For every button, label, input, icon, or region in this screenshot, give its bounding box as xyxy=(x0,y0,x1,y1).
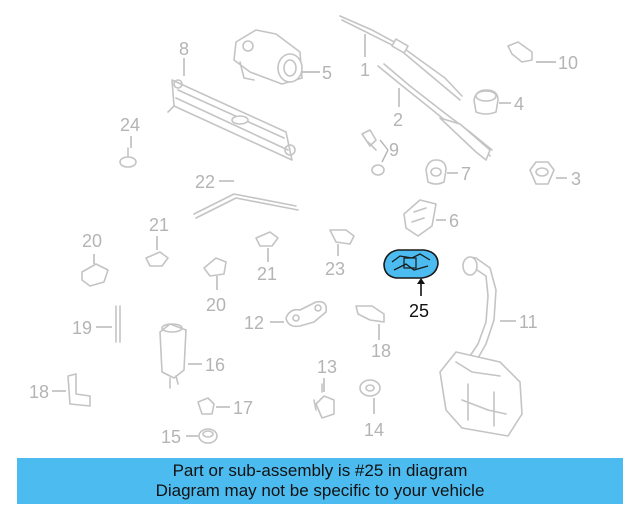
part-14-grommet xyxy=(359,379,381,397)
part-17-clip xyxy=(197,397,215,415)
callout-24: 24 xyxy=(120,115,140,135)
callout-18b: 18 xyxy=(371,341,391,361)
info-banner: Part or sub-assembly is #25 in diagram D… xyxy=(17,458,623,504)
callout-4: 4 xyxy=(514,94,524,114)
callout-18a: 18 xyxy=(29,382,49,402)
part-21-valve-left xyxy=(145,251,169,267)
callout-8: 8 xyxy=(179,39,189,59)
leader-9 xyxy=(379,139,389,163)
banner-disclaimer-line: Diagram may not be specific to your vehi… xyxy=(155,481,485,500)
part-24-push-clip xyxy=(119,147,137,168)
part-18-connector-right xyxy=(355,305,385,323)
callout-20a: 20 xyxy=(82,231,102,251)
part-13-jet xyxy=(313,383,335,419)
part-2-wiper-arm xyxy=(377,63,493,161)
callout-25: 25 xyxy=(409,301,429,321)
callout-5: 5 xyxy=(322,63,332,83)
part-4-cap xyxy=(473,89,499,115)
callout-7: 7 xyxy=(461,164,471,184)
callout-6: 6 xyxy=(449,211,459,231)
callout-9: 9 xyxy=(389,140,399,160)
part-25-highlighted xyxy=(383,249,439,279)
banner-part-line: Part or sub-assembly is #25 in diagram xyxy=(172,461,468,480)
part-15-cap xyxy=(198,428,218,444)
part-12-gasket xyxy=(285,300,328,328)
part-9-clip xyxy=(361,129,385,176)
callout-23: 23 xyxy=(325,259,345,279)
part-6-bracket xyxy=(403,199,437,237)
callout-3: 3 xyxy=(571,169,581,189)
callout-20b: 20 xyxy=(206,295,226,315)
callout-11: 11 xyxy=(519,312,538,332)
callout-21a: 21 xyxy=(149,215,169,235)
callout-15: 15 xyxy=(161,427,181,447)
part-10-bracket xyxy=(507,41,533,63)
part-19-hose xyxy=(115,305,121,343)
part-5-wiper-motor xyxy=(233,29,303,85)
callout-22: 22 xyxy=(195,172,215,192)
callout-16: 16 xyxy=(205,355,225,375)
part-23-connector xyxy=(329,229,355,245)
part-22-rod xyxy=(193,193,299,219)
callout-17: 17 xyxy=(233,398,253,418)
callout-14: 14 xyxy=(364,420,384,440)
part-20-nozzle-left xyxy=(81,263,109,287)
part-16-pump xyxy=(159,323,187,389)
part-21-valve-right xyxy=(255,231,279,247)
part-8-linkage xyxy=(167,79,296,161)
part-11-reservoir xyxy=(439,256,523,437)
part-3-nut xyxy=(529,161,555,185)
part-20-nozzle-right xyxy=(203,257,227,277)
part-7-grommet xyxy=(425,159,447,185)
leader-25-arrowhead xyxy=(417,278,425,284)
callout-19: 19 xyxy=(72,318,92,338)
part-1-wiper-blade xyxy=(339,15,463,101)
callout-21b: 21 xyxy=(257,264,277,284)
callout-13: 13 xyxy=(317,357,337,377)
callout-10: 10 xyxy=(558,53,578,73)
callout-2: 2 xyxy=(393,110,403,130)
part-18-connector-left xyxy=(67,373,91,407)
callout-1: 1 xyxy=(360,60,370,80)
callout-12: 12 xyxy=(244,313,264,333)
